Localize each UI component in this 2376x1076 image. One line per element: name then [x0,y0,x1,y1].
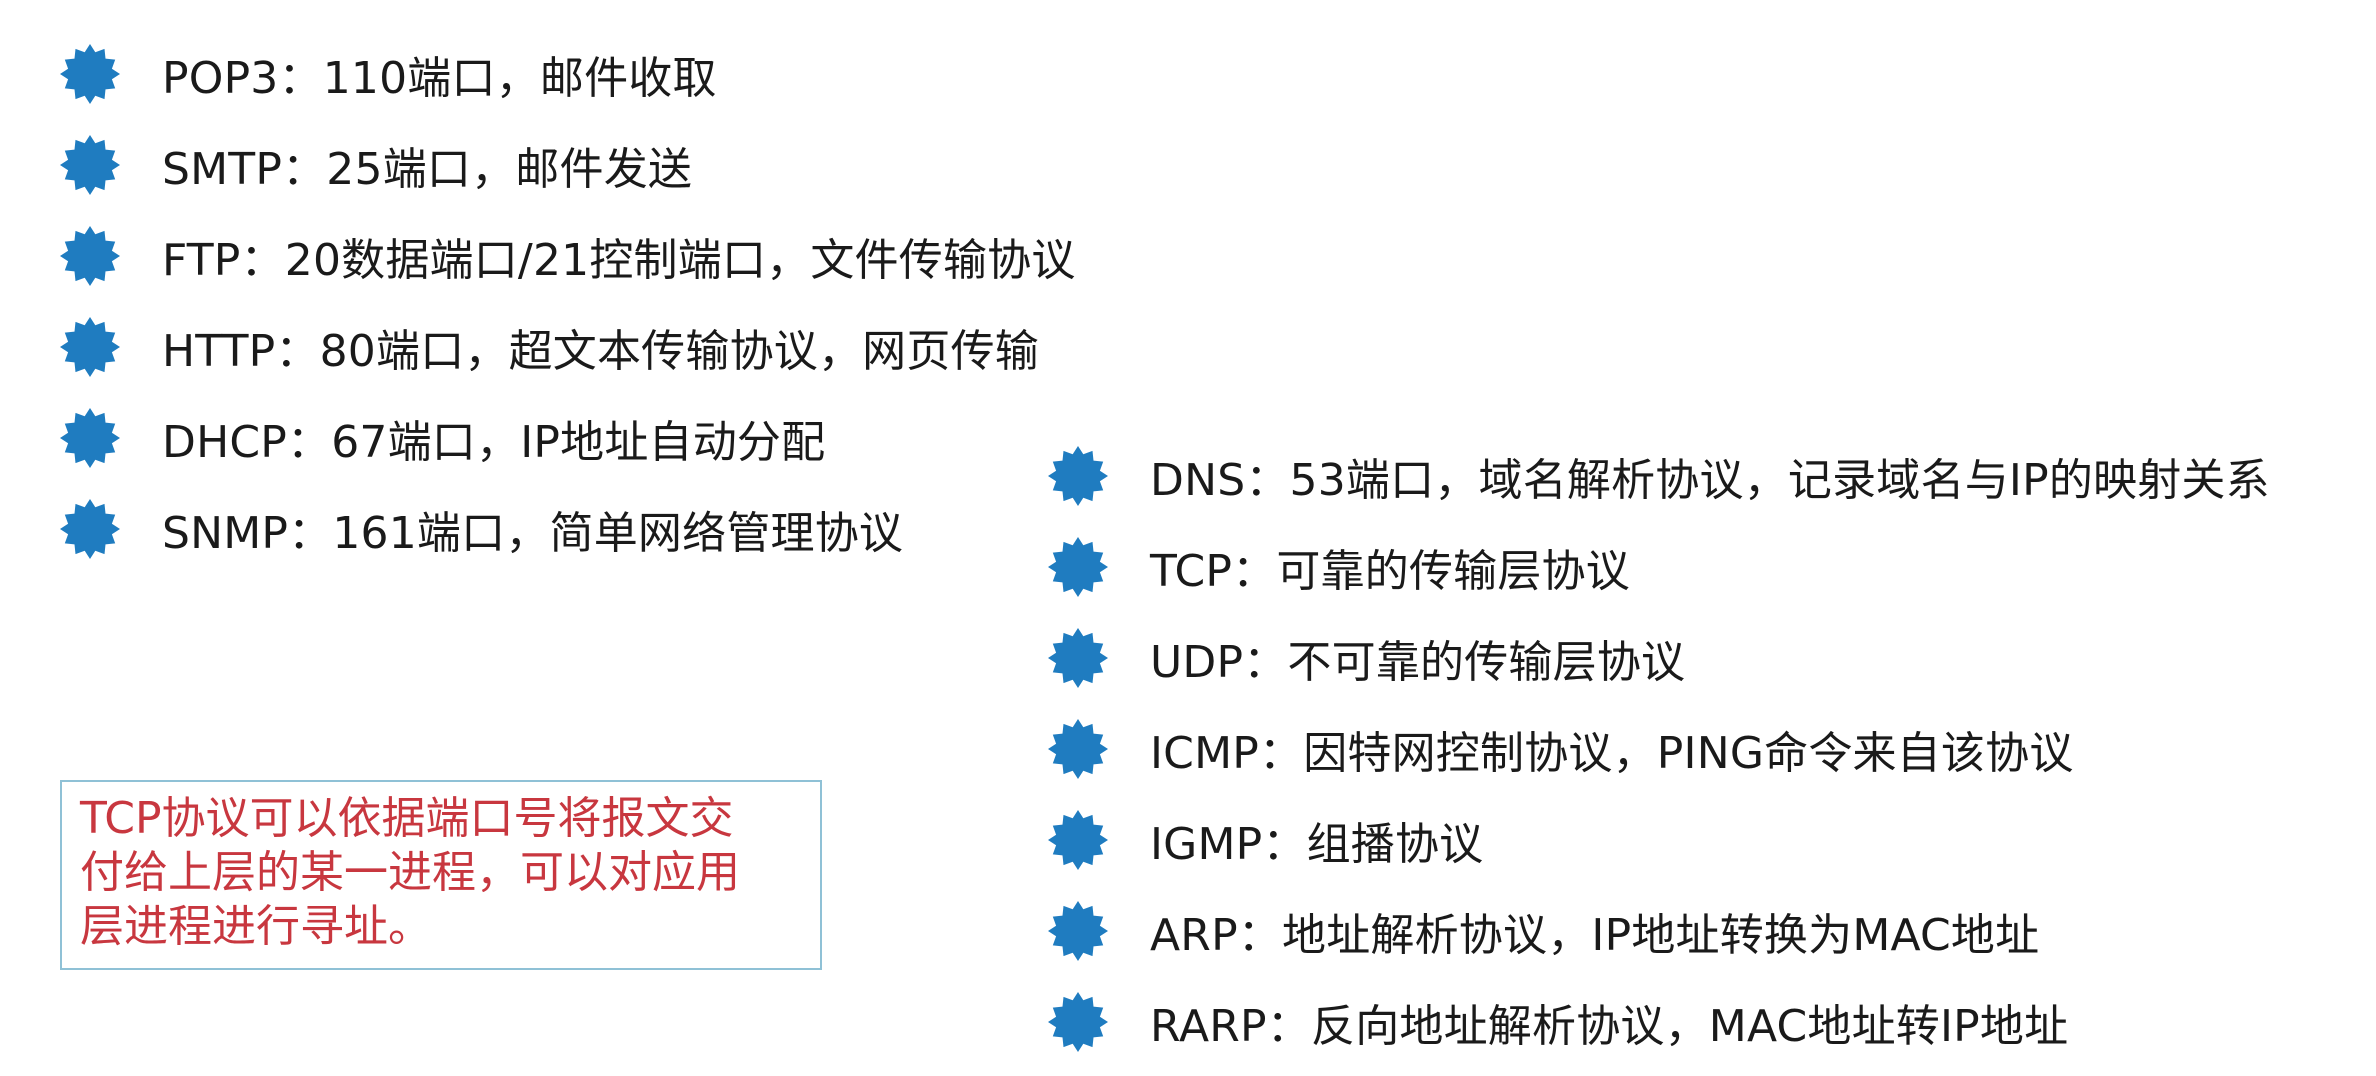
list-item-text: TCP：可靠的传输层协议 [1150,545,1630,597]
list-item-text: IGMP：组播协议 [1150,818,1484,870]
list-item-text: DHCP：67端口，IP地址自动分配 [162,416,826,468]
list-item-text: POP3：110端口，邮件收取 [162,52,717,104]
star-burst-icon [1048,991,1108,1052]
note-line: 层进程进行寻址。 [80,901,432,952]
star-burst-icon [60,43,120,104]
list-item: FTP：20数据端口/21控制端口，文件传输协议 [60,210,1076,301]
list-item: HTTP：80端口，超文本传输协议，网页传输 [60,301,1076,392]
list-item-text: DNS：53端口，域名解析协议，记录域名与IP的映射关系 [1150,454,2270,506]
star-burst-icon [60,407,120,468]
list-item-text: ICMP：因特网控制协议，PING命令来自该协议 [1150,727,2074,779]
note-line: 付给上层的某一进程，可以对应用 [80,847,740,898]
list-item: DNS：53端口，域名解析协议，记录域名与IP的映射关系 [1048,430,2270,521]
list-item: RARP：反向地址解析协议，MAC地址转IP地址 [1048,976,2270,1067]
star-burst-icon [60,225,120,286]
star-burst-icon [60,134,120,195]
list-item-text: HTTP：80端口，超文本传输协议，网页传输 [162,325,1039,377]
star-burst-icon [1048,627,1108,688]
list-item: DHCP：67端口，IP地址自动分配 [60,392,1076,483]
list-item: ARP：地址解析协议，IP地址转换为MAC地址 [1048,885,2270,976]
list-item-text: ARP：地址解析协议，IP地址转换为MAC地址 [1150,909,2040,961]
star-burst-icon [1048,900,1108,961]
tcp-note-box: TCP协议可以依据端口号将报文交 付给上层的某一进程，可以对应用 层进程进行寻址… [60,780,822,970]
star-burst-icon [1048,445,1108,506]
tcp-note-text: TCP协议可以依据端口号将报文交 付给上层的某一进程，可以对应用 层进程进行寻址… [80,792,802,954]
list-item: UDP：不可靠的传输层协议 [1048,612,2270,703]
list-item: SNMP：161端口，简单网络管理协议 [60,483,1076,574]
star-burst-icon [1048,536,1108,597]
left-protocol-list: POP3：110端口，邮件收取 SMTP：25端口，邮件发送 FTP：20数据端… [60,28,1076,574]
list-item: IGMP：组播协议 [1048,794,2270,885]
list-item-text: FTP：20数据端口/21控制端口，文件传输协议 [162,234,1076,286]
list-item-text: SNMP：161端口，简单网络管理协议 [162,507,904,559]
right-protocol-list: DNS：53端口，域名解析协议，记录域名与IP的映射关系 TCP：可靠的传输层协… [1048,430,2270,1067]
list-item-text: UDP：不可靠的传输层协议 [1150,636,1686,688]
list-item: POP3：110端口，邮件收取 [60,28,1076,119]
star-burst-icon [60,498,120,559]
star-burst-icon [1048,718,1108,779]
star-burst-icon [1048,809,1108,870]
list-item: SMTP：25端口，邮件发送 [60,119,1076,210]
list-item: TCP：可靠的传输层协议 [1048,521,2270,612]
list-item: ICMP：因特网控制协议，PING命令来自该协议 [1048,703,2270,794]
list-item-text: SMTP：25端口，邮件发送 [162,143,693,195]
star-burst-icon [60,316,120,377]
list-item-text: RARP：反向地址解析协议，MAC地址转IP地址 [1150,1000,2069,1052]
note-line: TCP协议可以依据端口号将报文交 [80,793,734,844]
